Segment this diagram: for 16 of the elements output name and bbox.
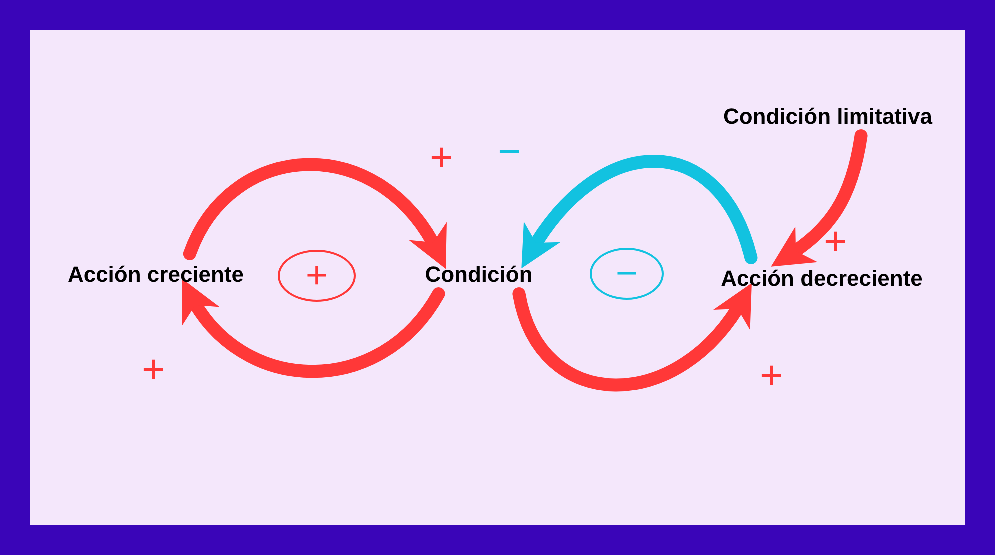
node-label: Condición [412, 258, 546, 290]
loop-sign-circle: + [278, 250, 356, 302]
node-label: Condición limitativa [700, 100, 956, 132]
curved-arrow [181, 280, 446, 378]
curved-arrow [771, 130, 868, 268]
edge-label: + [760, 356, 784, 396]
edge-label: − [498, 132, 522, 172]
loop-sign-circle: − [590, 248, 664, 300]
node-label: Acción creciente [50, 258, 262, 290]
edge-label: + [824, 222, 848, 262]
node-label: Acción decreciente [700, 262, 944, 294]
edge-label: + [142, 350, 166, 390]
curved-arrow [183, 158, 448, 268]
curved-arrow [520, 155, 758, 268]
edge-label: + [430, 138, 454, 178]
curved-arrow [512, 284, 754, 392]
